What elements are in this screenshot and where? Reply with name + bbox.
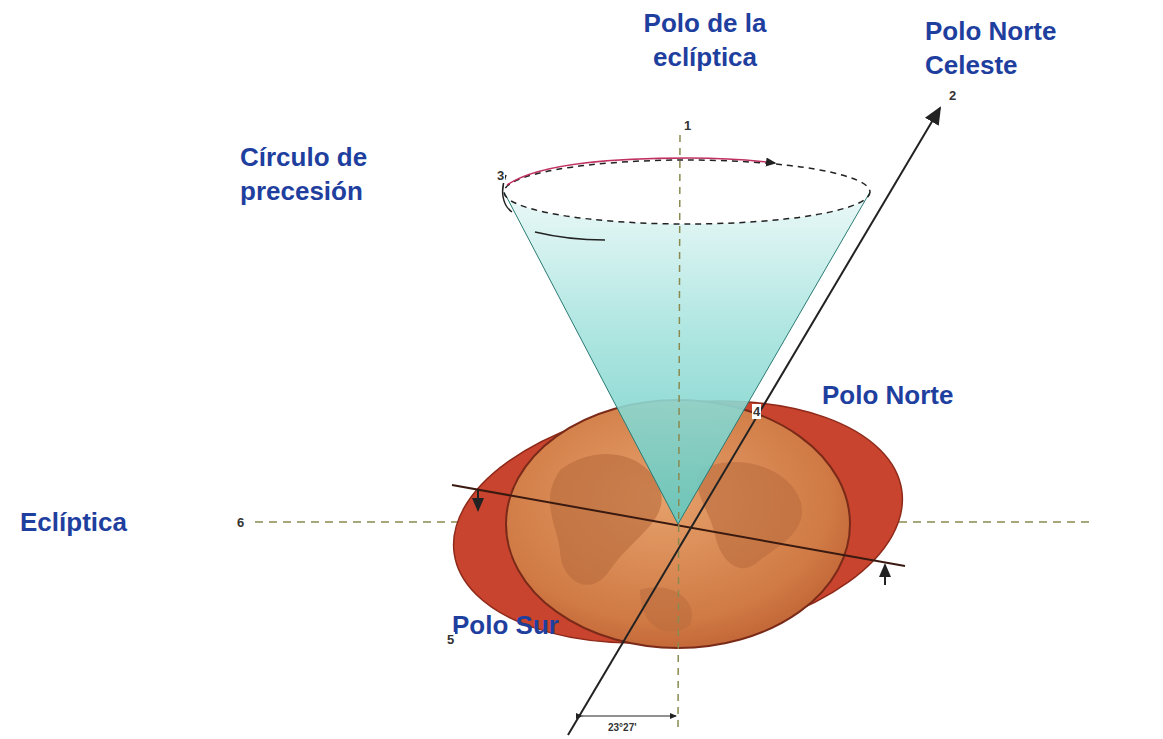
- angle-value: 23°27': [606, 722, 639, 734]
- earth-axis: [568, 108, 940, 735]
- ecliptic-axis: [678, 135, 680, 730]
- pole-label: Polo Norte Celeste: [925, 14, 1155, 82]
- pole-label: Polo Sur: [452, 608, 572, 642]
- callout-number: 3: [496, 168, 505, 183]
- callout-number: 6: [236, 515, 245, 530]
- angle-marker: [582, 716, 676, 717]
- callout-number: 2: [948, 88, 957, 103]
- callout-number: 4: [752, 404, 761, 419]
- circle-label: Círculo de precesión: [240, 140, 490, 208]
- callout-number: 1: [683, 118, 692, 133]
- pole-label: Polo Norte: [822, 378, 1062, 412]
- precession-cone: [503, 158, 870, 524]
- ecliptic-label: Eclíptica: [20, 505, 235, 539]
- callout-number: 5: [446, 632, 455, 647]
- pole-label: Polo de la eclíptica: [620, 6, 790, 74]
